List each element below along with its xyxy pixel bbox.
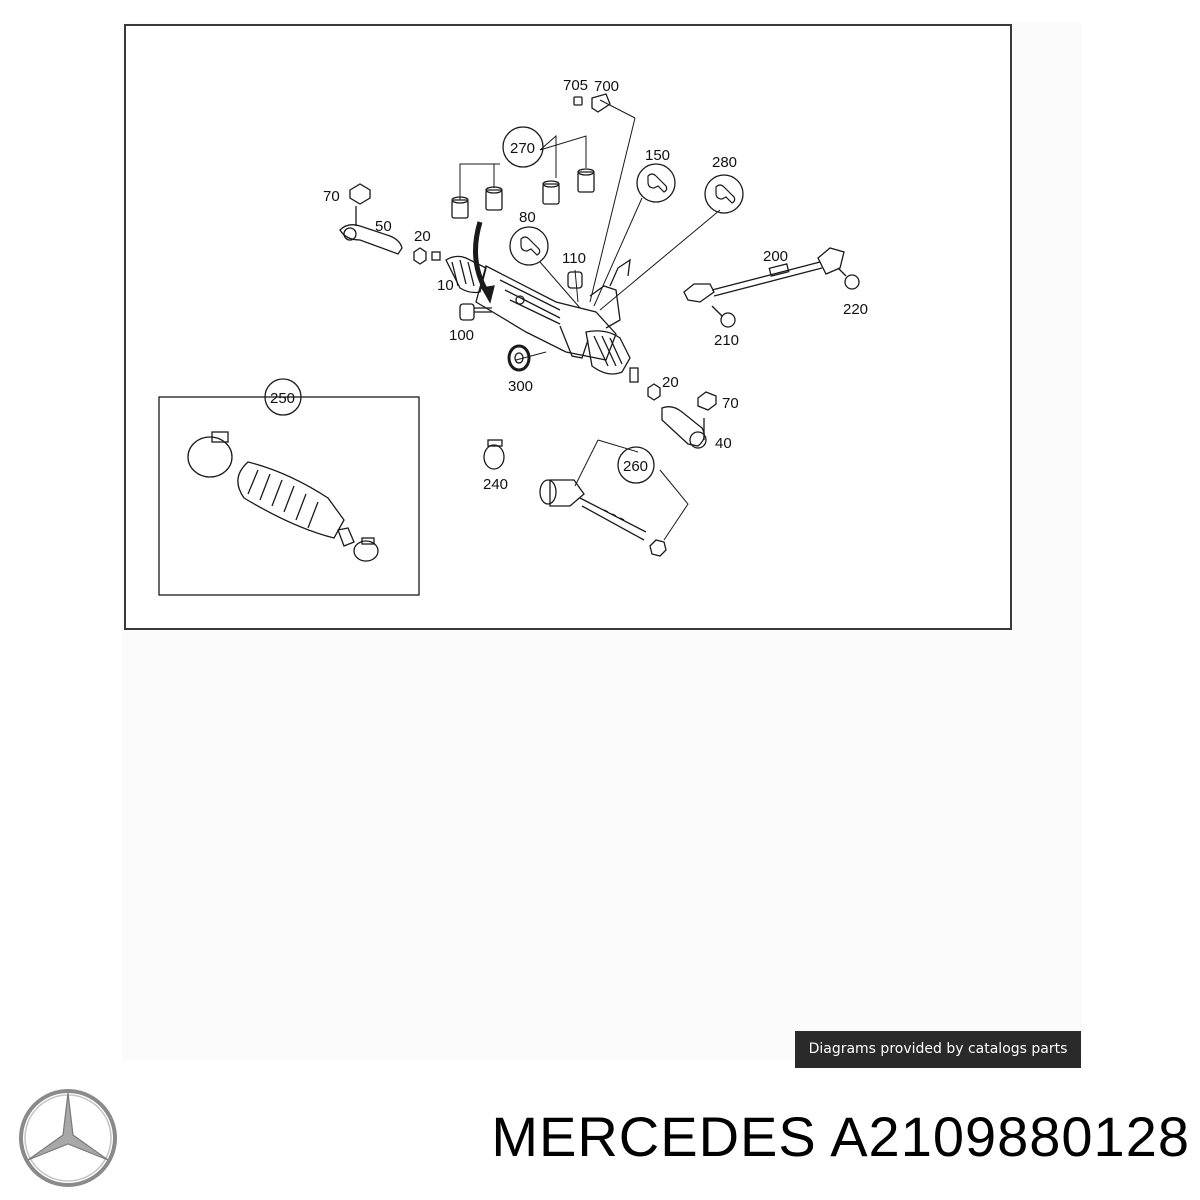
label-20-bottom: 20 xyxy=(662,374,679,391)
label-50: 50 xyxy=(375,218,392,235)
callout-circle-270 xyxy=(502,126,544,168)
arrow-head xyxy=(480,285,495,304)
part-50-tie-rod-end xyxy=(339,183,403,255)
label-250: 250 xyxy=(270,390,295,407)
label-700: 700 xyxy=(594,78,619,95)
label-270: 270 xyxy=(510,140,535,157)
part-260-inner-tie-rod xyxy=(539,479,667,557)
part-100-bolt xyxy=(459,303,492,321)
part-20-nut-left xyxy=(413,247,441,265)
part-200-steering-shaft xyxy=(683,247,845,303)
part-250-boot-kit xyxy=(187,431,379,562)
label-210: 210 xyxy=(714,332,739,349)
kit-250-box xyxy=(158,396,420,596)
label-10: 10 xyxy=(437,277,454,294)
part-240-clamp xyxy=(483,439,505,470)
label-220: 220 xyxy=(843,301,868,318)
wrench-icon xyxy=(509,226,549,266)
wrench-icon xyxy=(704,174,744,214)
part-220-bolt xyxy=(837,267,860,290)
part-40-tie-rod-end xyxy=(661,406,707,449)
label-240: 240 xyxy=(483,476,508,493)
part-number-title: MERCEDES A2109880128 xyxy=(491,1105,1190,1168)
part-300-seal xyxy=(507,344,531,372)
label-20-top: 20 xyxy=(414,228,431,245)
label-40: 40 xyxy=(715,435,732,452)
part-110 xyxy=(567,271,583,289)
label-150: 150 xyxy=(645,147,670,164)
label-70-top: 70 xyxy=(323,188,340,205)
part-70-nut-right xyxy=(697,391,717,411)
label-110: 110 xyxy=(562,250,586,267)
label-200: 200 xyxy=(763,248,788,265)
label-260: 260 xyxy=(623,458,648,475)
part-705-700 xyxy=(573,93,611,113)
mercedes-star-icon xyxy=(19,1089,117,1187)
callout-circle-260 xyxy=(617,446,655,484)
label-100: 100 xyxy=(449,327,474,344)
part-20-nut-right xyxy=(629,367,661,401)
label-80: 80 xyxy=(519,209,536,226)
label-300: 300 xyxy=(508,378,533,395)
part-210-bolt xyxy=(711,305,736,328)
label-280: 280 xyxy=(712,154,737,171)
wrench-icon xyxy=(636,163,676,203)
label-70-bottom: 70 xyxy=(722,395,739,412)
part-270-bushings xyxy=(451,168,595,219)
credit-banner: Diagrams provided by catalogs parts xyxy=(795,1031,1081,1068)
label-705: 705 xyxy=(563,77,588,94)
steering-rack-housing xyxy=(445,255,631,375)
diagram-frame xyxy=(124,24,1012,630)
